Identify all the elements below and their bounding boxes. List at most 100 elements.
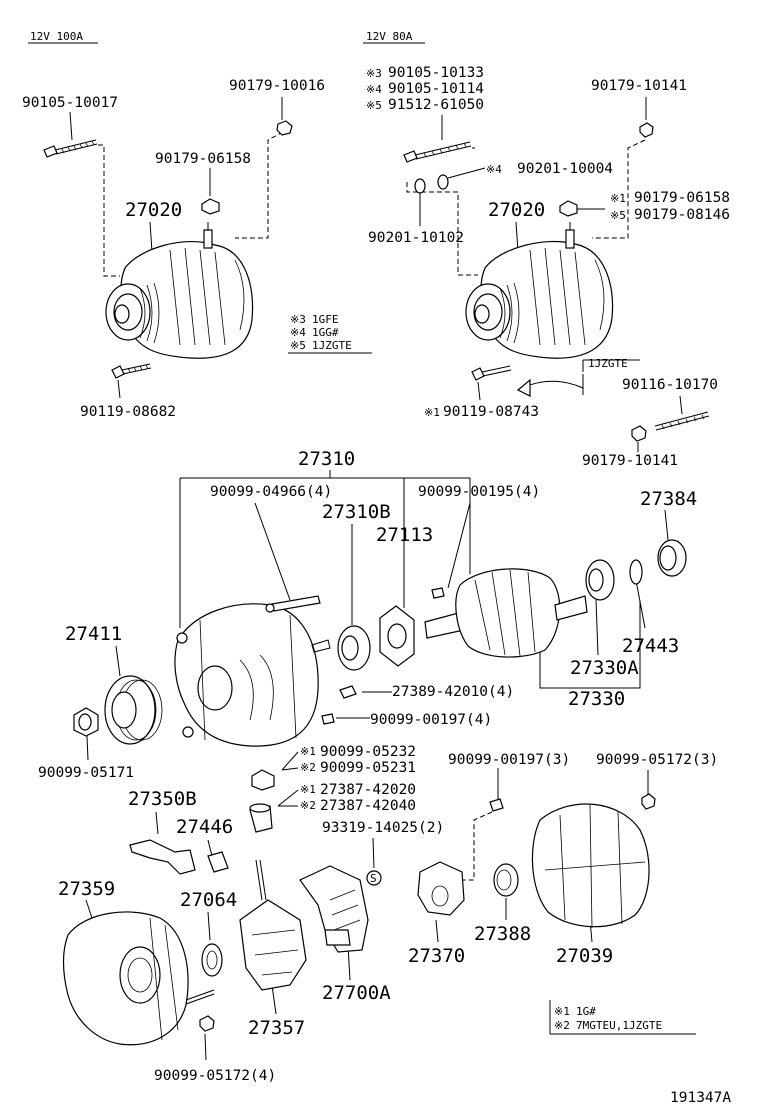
nut-90179-06158-right	[559, 200, 578, 217]
label-27350B: 27350B	[128, 788, 197, 810]
bolt-90105-10133	[403, 115, 472, 163]
rear-end-cover-27039	[531, 803, 650, 929]
label-91512-61050: 91512-61050	[388, 97, 484, 113]
nut-90099-05172-3	[641, 793, 656, 810]
label-27330A: 27330A	[570, 657, 639, 679]
terminal-plate-27350B	[129, 839, 196, 875]
svg-text:※4: ※4	[366, 83, 382, 96]
bolt-90099-04966	[265, 595, 321, 613]
label-90099-05231: 90099-05231	[320, 760, 416, 776]
label-27359: 27359	[58, 878, 115, 900]
label-27388: 27388	[474, 923, 531, 945]
label-90179-10141-top: 90179-10141	[591, 78, 687, 94]
label-90179-10141-bottom: 90179-10141	[582, 453, 678, 469]
label-27389-42010: 27389-42010(4)	[392, 684, 514, 700]
label-27370: 27370	[408, 945, 465, 967]
nut-90179-10141-bottom	[631, 425, 647, 442]
label-27411: 27411	[65, 623, 122, 645]
svg-text:※4: ※4	[486, 163, 502, 176]
bolt-90119-08743	[471, 365, 512, 401]
label-27357: 27357	[248, 1017, 305, 1039]
label-90099-00197-4: 90099-00197(4)	[370, 712, 492, 728]
screw-symbol: S	[366, 870, 382, 886]
stud-90116-10170	[654, 395, 710, 431]
label-90105-10114: 90105-10114	[388, 81, 484, 97]
cover-27384	[657, 539, 687, 577]
insulator-27389	[339, 685, 357, 699]
insulator-27387	[249, 803, 273, 833]
ring-27443	[629, 559, 643, 585]
nut-90099-05171	[73, 707, 99, 737]
svg-text:※1: ※1	[424, 406, 440, 419]
label-27310B: 27310B	[322, 501, 391, 523]
alternator-27020-left	[105, 221, 254, 359]
insulator-27446	[207, 851, 229, 873]
pulley-27411	[104, 675, 163, 745]
cover-27388	[493, 863, 519, 897]
svg-text:※5: ※5	[366, 99, 382, 112]
bearing-27330A	[585, 559, 615, 601]
label-27700A: 27700A	[322, 982, 391, 1004]
label-27330: 27330	[568, 688, 625, 710]
label-90105-10133: 90105-10133	[388, 65, 484, 81]
svg-text:※3: ※3	[366, 67, 382, 80]
washer-90201-10102	[414, 178, 426, 194]
screw-90099-00197-4	[321, 713, 335, 725]
label-27020-left: 27020	[125, 199, 182, 221]
svg-text:7MGTEU,1JZGTE: 7MGTEU,1JZGTE	[576, 1019, 662, 1032]
svg-text:※2: ※2	[300, 799, 316, 812]
variant-header-right: 12V 80A	[366, 30, 413, 43]
nut-90179-10141-top	[639, 122, 654, 138]
label-90116-10170: 90116-10170	[622, 377, 718, 393]
regulator-27700A	[299, 865, 369, 953]
label-90099-00197-3: 90099-00197(3)	[448, 752, 570, 768]
engine-notes-bottom: ※1 1G# ※2 7MGTEU,1JZGTE	[549, 1000, 696, 1035]
label-27446: 27446	[176, 816, 233, 838]
svg-text:S: S	[370, 872, 377, 885]
nut-90179-10016	[276, 120, 293, 136]
seal-27064	[201, 943, 223, 977]
label-90119-08682: 90119-08682	[80, 404, 176, 420]
engine-notes-left: ※3 1GFE ※4 1GG# ※5 1JZGTE	[288, 313, 372, 354]
svg-text:※4: ※4	[290, 326, 306, 339]
arrow-1jzgte	[521, 380, 584, 389]
variant-header-left: 12V 100A	[30, 30, 83, 43]
bolt-90119-08682	[111, 363, 152, 399]
label-90099-05171: 90099-05171	[38, 765, 134, 781]
svg-text:※1: ※1	[300, 745, 316, 758]
label-27310: 27310	[298, 448, 355, 470]
label-90179-10016: 90179-10016	[229, 78, 325, 94]
label-90179-06158-right: 90179-06158	[634, 190, 730, 206]
svg-text:※1: ※1	[554, 1005, 570, 1018]
svg-text:1GFE: 1GFE	[312, 313, 339, 326]
screw-90099-00197-3	[489, 798, 504, 812]
label-90099-05172-4: 90099-05172(4)	[154, 1068, 276, 1084]
bolt-90105-10017	[43, 111, 98, 158]
label-90099-05232: 90099-05232	[320, 744, 416, 760]
label-27064: 27064	[180, 889, 237, 911]
drive-end-frame-27310	[174, 603, 331, 747]
label-27387-42040: 27387-42040	[320, 798, 416, 814]
svg-text:※5: ※5	[290, 339, 306, 352]
svg-text:1G#: 1G#	[576, 1005, 596, 1018]
rectifier-27357	[239, 859, 307, 991]
label-1jzgte: 1JZGTE	[588, 357, 628, 370]
retainer-plate-27113	[379, 605, 415, 667]
label-90179-08146: 90179-08146	[634, 207, 730, 223]
washer-90201-10004	[437, 174, 449, 190]
label-90105-10017: 90105-10017	[22, 95, 118, 111]
nut-90099-05172-4	[199, 1015, 215, 1032]
label-90179-06158: 90179-06158	[155, 151, 251, 167]
diagram-id: 191347A	[670, 1090, 731, 1106]
nut-90179-06158-left	[201, 198, 220, 215]
label-90099-00195: 90099-00195(4)	[418, 484, 540, 500]
svg-text:※5: ※5	[610, 209, 626, 222]
rear-frame-27359	[62, 911, 215, 1046]
svg-text:※2: ※2	[300, 761, 316, 774]
label-27039: 27039	[556, 945, 613, 967]
label-90119-08743: 90119-08743	[443, 404, 539, 420]
rotor-27330	[424, 568, 588, 658]
alternator-27020-right	[465, 221, 614, 359]
svg-text:1JZGTE: 1JZGTE	[312, 339, 352, 352]
